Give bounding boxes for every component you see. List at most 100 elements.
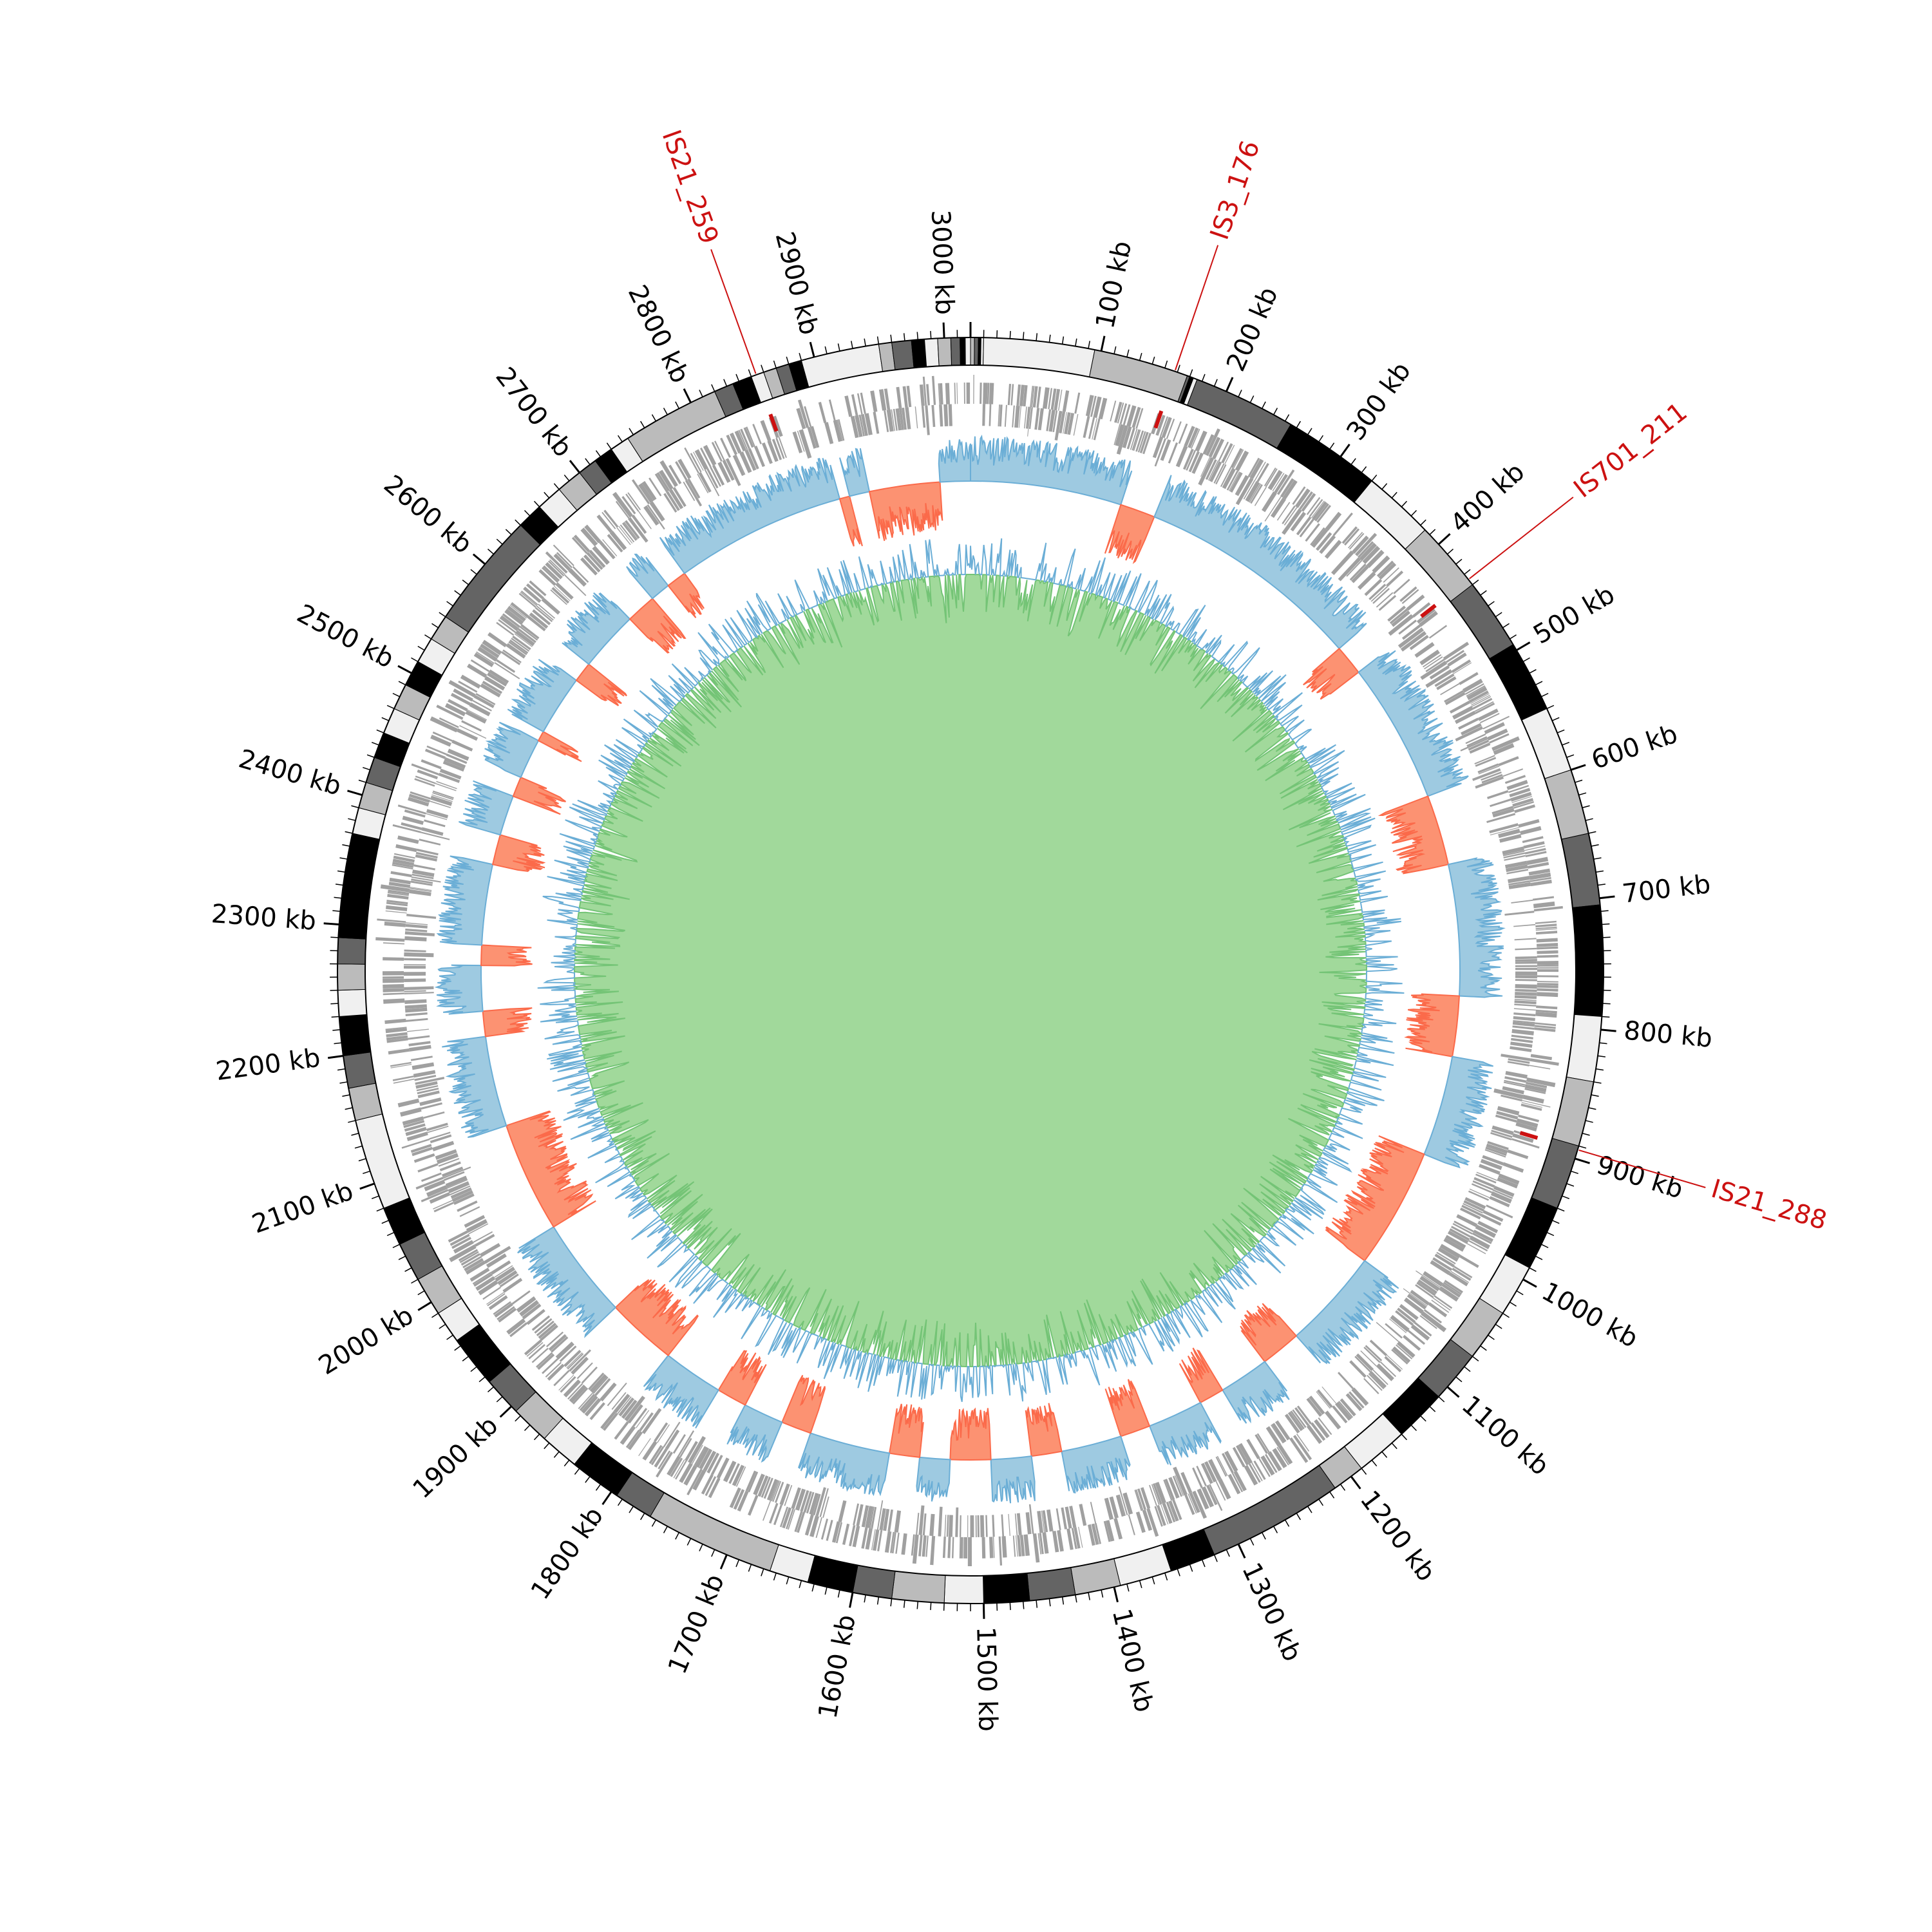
minor-tick [663,1526,668,1533]
gene-bar [1042,1532,1049,1554]
gene-bar [1025,406,1030,429]
gene-bar [858,414,865,437]
gene-bar [788,1509,795,1530]
gene-bar [723,1461,737,1482]
gene-bar [729,432,742,454]
gene-bar [473,1231,493,1243]
gene-bar [1057,389,1063,411]
gene-bar [1502,850,1525,857]
gene-bar [1018,406,1021,428]
gene-bar [1495,1114,1517,1123]
gene-bar [1533,901,1555,909]
gene-bar [625,493,639,512]
major-tick [417,1301,432,1311]
minor-tick [330,936,339,938]
gene-bar [614,1421,629,1440]
gene-bar [1389,608,1408,625]
gene-bar [419,1097,442,1106]
gene-bar [1470,693,1490,705]
gene-bar [393,853,415,859]
gene-bar [1513,1016,1535,1021]
gene-bar [415,1077,445,1085]
gene-bar [831,1521,840,1543]
gene-bar [1395,1310,1414,1326]
gene-bar [804,406,812,428]
gene-bar [1503,852,1526,858]
gene-bar [476,651,495,664]
gene-bar [424,1179,446,1191]
gene-bar [586,552,603,570]
gene-bar [1218,1478,1231,1500]
gene-bar [1439,1286,1459,1302]
gene-bar [931,404,936,428]
gene-bar [698,471,712,493]
gene-bar [486,1253,507,1268]
gene-bar [502,649,522,663]
gene-bar [1410,1324,1430,1341]
gene-bar [482,639,502,656]
minor-tick [1164,360,1168,368]
gene-bar [1537,967,1558,969]
gene-bar [408,1041,431,1046]
gene-bar [677,459,692,479]
gene-bar [1276,469,1295,495]
ideogram-band [1405,529,1473,602]
gene-bar [435,1149,457,1160]
gene-bar [611,1392,627,1410]
gene-bar [944,1515,947,1537]
major-tick [323,922,339,925]
gene-bar [901,1533,907,1555]
minor-tick [462,1356,469,1361]
gene-bar [694,1446,706,1466]
gene-bar [1482,1210,1504,1222]
gene-bar [1423,1271,1443,1287]
gene-bar [1515,956,1537,960]
gene-bar [383,992,404,996]
gene-bar [1477,708,1499,721]
gene-bar [1292,1409,1307,1428]
gene-bar [948,404,952,426]
gene-bar [1474,701,1494,712]
gene-bar [684,447,699,474]
gene-bar [1198,457,1215,486]
gene-bar [439,1161,461,1171]
gene-bar [1311,528,1329,548]
gene-bar [484,1245,511,1264]
gene-bar [1406,594,1425,611]
minor-tick [711,384,715,392]
gene-bar [1332,1405,1348,1424]
minor-tick [1329,442,1335,450]
gene-bar [1195,430,1208,452]
gene-bar [1479,1164,1501,1175]
gene-bar [1032,1533,1040,1563]
minor-tick [663,408,668,415]
gene-bar [468,1223,489,1235]
gene-bar [956,383,958,404]
gene-bar [1134,1490,1142,1511]
gene-bar [1537,961,1558,965]
gene-bar [1264,496,1282,522]
gene-bar [1249,459,1264,480]
gene-bar [740,428,751,450]
gene-bar [1186,450,1197,471]
minor-tick [651,1519,657,1527]
minor-tick [1464,1366,1471,1372]
minor-tick [1495,612,1502,618]
gene-bar [541,597,560,615]
gene-bar [842,1523,850,1545]
gene-bar [388,882,411,889]
minor-tick [1488,1334,1495,1340]
gene-bar [1113,1518,1123,1540]
minor-tick [1438,1396,1445,1403]
gene-bar [1105,1520,1115,1542]
gene-bar [555,1341,574,1360]
gene-bar [1349,1391,1365,1409]
gene-bar [1172,1499,1182,1520]
gene-bar [447,1179,468,1189]
gene-bar [1416,1281,1436,1296]
gene-bar [1248,1463,1261,1483]
gene-bar [1498,828,1520,838]
gene-bar [810,426,820,448]
gene-bar [1506,780,1528,790]
ideogram-band [355,1113,410,1209]
